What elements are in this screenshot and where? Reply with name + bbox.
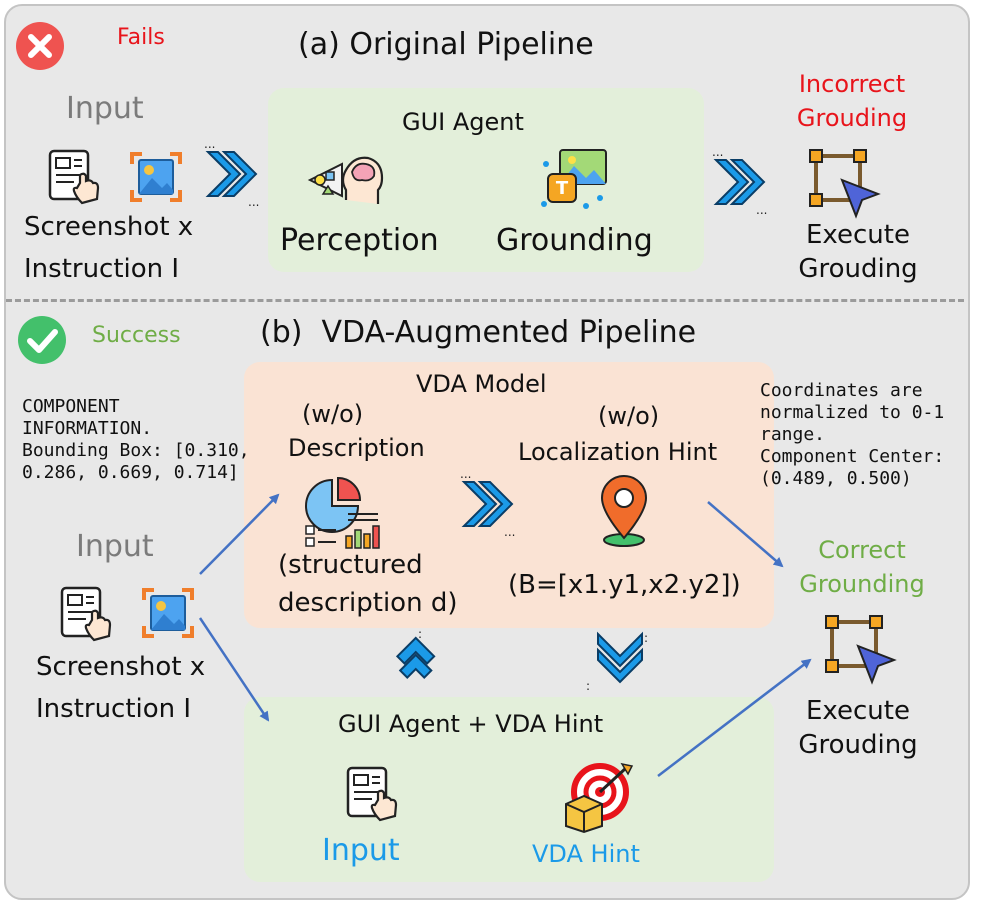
cursor-frame-icon <box>825 615 897 685</box>
vda-pipeline-title: (b) VDA-Augmented Pipeline <box>260 315 697 350</box>
image-frame-icon <box>142 588 194 638</box>
svg-text:...: ... <box>204 137 215 151</box>
fails-label: Fails <box>117 25 165 50</box>
incorrect-grounding-line1: Incorrect <box>798 70 906 98</box>
double-chevron-icon <box>395 636 436 679</box>
success-check-icon <box>18 316 66 364</box>
arrow-agent-to-execute <box>657 658 812 777</box>
correct-grounding-line2: Grounding <box>799 570 925 598</box>
coordinate-note: Coordinates are normalized to 0-1 range.… <box>760 380 945 489</box>
screenshot-label-a: Screenshot x <box>24 212 194 242</box>
execute-label-a1: Execute <box>806 220 910 250</box>
screenshot-label-b: Screenshot x <box>36 652 206 682</box>
description-caption-1: (structured <box>278 550 423 580</box>
document-hand-icon <box>60 586 112 642</box>
double-chevron-icon: ... ... <box>712 145 767 217</box>
execute-label-a2: Grouding <box>798 254 918 284</box>
input-label-b: Input <box>76 529 154 564</box>
location-pin-icon <box>600 475 648 547</box>
svg-text:...: ... <box>248 195 259 209</box>
target-arrow-icon <box>565 762 634 834</box>
double-chevron-icon: ... ... <box>204 137 259 209</box>
svg-text:...: ... <box>460 467 471 481</box>
gui-agent-vda-panel <box>244 697 774 882</box>
description-caption-2: description d) <box>278 588 458 618</box>
correct-grounding-line1: Correct <box>818 536 906 564</box>
gui-agent-vda-title: GUI Agent + VDA Hint <box>338 710 604 738</box>
component-info: COMPONENT INFORMATION. Bounding Box: [0.… <box>22 396 250 483</box>
hint-caption: (B=[x1.y1,x2.y2]) <box>508 570 741 600</box>
document-hand-icon <box>48 149 100 205</box>
cursor-frame-icon <box>809 149 881 219</box>
execute-label-b1: Execute <box>806 696 910 726</box>
grounding-monitor-icon: T <box>541 149 607 209</box>
perception-label: Perception <box>280 223 439 258</box>
gui-agent-title: GUI Agent <box>402 108 524 136</box>
instruction-label-b: Instruction I <box>36 694 192 724</box>
success-label: Success <box>92 323 181 348</box>
brain-eye-icon <box>307 156 384 204</box>
description-label: Description <box>288 434 425 462</box>
svg-text:...: ... <box>712 145 723 159</box>
document-hand-icon <box>346 766 398 822</box>
input-label-a: Input <box>66 91 144 126</box>
dots: : <box>644 631 648 645</box>
dots: : <box>418 627 422 641</box>
agent-hint-label: VDA Hint <box>532 840 640 868</box>
grounding-label: Grounding <box>496 223 653 258</box>
hint-wo: (w/o) <box>598 402 660 430</box>
image-frame-icon <box>130 152 182 202</box>
hint-label: Localization Hint <box>518 438 718 466</box>
double-chevron-icon <box>597 631 643 684</box>
vda-model-title: VDA Model <box>416 370 547 398</box>
original-pipeline-title: (a) Original Pipeline <box>298 27 594 62</box>
svg-text:...: ... <box>504 525 515 539</box>
fail-x-icon <box>16 22 64 70</box>
dots: : <box>586 679 590 693</box>
section-divider <box>6 299 964 302</box>
chart-report-icon <box>305 476 380 549</box>
agent-input-label: Input <box>322 833 400 868</box>
incorrect-grounding-line2: Grouding <box>796 104 908 132</box>
svg-text:...: ... <box>756 203 767 217</box>
instruction-label-a: Instruction I <box>24 254 180 284</box>
description-wo: (w/o) <box>302 400 364 428</box>
arrow-hint-to-correct <box>707 501 784 568</box>
double-chevron-icon: ... ... <box>460 467 515 539</box>
arrow-input-to-agent <box>198 617 270 722</box>
execute-label-b2: Grouding <box>798 730 918 760</box>
arrow-input-to-vda <box>199 493 280 575</box>
svg-text:T: T <box>556 178 569 199</box>
